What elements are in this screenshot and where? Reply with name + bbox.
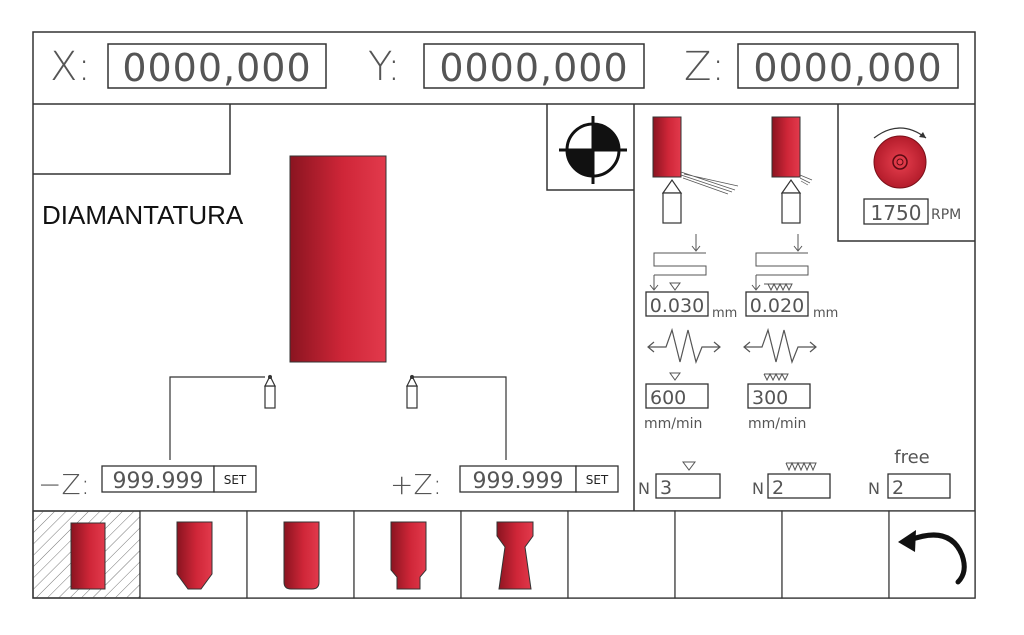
minus-z-input[interactable] xyxy=(101,465,215,493)
back-button[interactable] xyxy=(888,510,976,599)
plus-z-input[interactable] xyxy=(459,465,577,493)
count-finish-label: N xyxy=(752,479,764,498)
back-arrow-icon xyxy=(898,530,967,585)
plus-z-value: 999.999 xyxy=(473,469,564,494)
count-free-value: 2 xyxy=(892,477,904,499)
roughing-dress-icon xyxy=(652,116,739,224)
z-axis-readout: Z: 0000,000 xyxy=(684,43,959,90)
count-finish-value: 2 xyxy=(772,477,784,499)
minus-z-value: 999.999 xyxy=(113,469,204,494)
dresser-left-icon xyxy=(169,374,276,460)
step-wheel-icon xyxy=(390,521,427,590)
minus-z-label: −Z: xyxy=(38,468,90,501)
feed-finish-icon xyxy=(743,327,817,382)
plus-z-field: +Z: 999.999 SET xyxy=(390,465,619,501)
count-rough-input[interactable] xyxy=(655,473,721,499)
y-axis-readout: Y: 0000,000 xyxy=(368,43,645,90)
spindle-speed-value: 1750 xyxy=(871,201,922,225)
depth-finish-icon xyxy=(751,234,809,292)
feed-finish-value: 300 xyxy=(752,387,788,409)
y-axis-value: 0000,000 xyxy=(439,46,628,90)
feed-finish-unit: mm/min xyxy=(748,416,806,432)
grinding-wheel-shape xyxy=(289,155,387,363)
count-rough-marker-icon xyxy=(682,461,696,471)
dresser-right-icon xyxy=(406,374,507,460)
mode-box xyxy=(33,104,231,175)
toolbar-empty-slot-3[interactable] xyxy=(781,510,890,599)
feed-rough-icon xyxy=(647,327,721,381)
minus-z-set-label: SET xyxy=(224,473,247,487)
minus-z-set-button[interactable] xyxy=(213,465,257,493)
spindle-icon xyxy=(873,135,927,189)
spindle-speed-input[interactable] xyxy=(863,198,929,225)
bevel-wheel-icon xyxy=(176,521,213,590)
tool-button-cup[interactable] xyxy=(460,510,569,599)
toolbar-empty-slot-2[interactable] xyxy=(674,510,783,599)
plus-z-set-button[interactable] xyxy=(575,465,619,493)
count-finish-marker-icon xyxy=(785,461,817,472)
tool-button-flat[interactable] xyxy=(32,510,141,599)
feed-rough-unit: mm/min xyxy=(644,416,702,432)
finishing-dress-icon xyxy=(771,116,813,224)
origin-target-icon xyxy=(559,116,627,184)
count-free-label: N xyxy=(868,479,880,498)
count-finish-input[interactable] xyxy=(767,473,831,499)
x-axis-readout: X: 0000,000 xyxy=(50,43,327,90)
minus-z-field: −Z: 999.999 SET xyxy=(38,465,257,501)
mode-title: DIAMANTATURA xyxy=(42,200,244,230)
z-axis-label: Z: xyxy=(684,44,725,90)
z-axis-value: 0000,000 xyxy=(753,46,942,90)
round-wheel-icon xyxy=(283,521,320,590)
toolbar-empty-slot-1[interactable] xyxy=(567,510,676,599)
depth-rough-icon xyxy=(649,234,707,291)
tool-button-step[interactable] xyxy=(353,510,462,599)
depth-finish-unit: mm xyxy=(813,306,838,321)
count-rough-label: N xyxy=(638,479,650,498)
flat-wheel-icon xyxy=(70,522,106,590)
count-free-input[interactable] xyxy=(887,473,951,499)
count-free-title: free xyxy=(894,447,930,468)
depth-finish-value: 0.020 xyxy=(750,295,804,317)
feed-rough-input[interactable] xyxy=(645,383,709,409)
depth-rough-input[interactable] xyxy=(645,291,709,317)
tool-button-bevel[interactable] xyxy=(139,510,248,599)
feed-finish-input[interactable] xyxy=(747,383,811,409)
y-axis-label: Y: xyxy=(368,44,401,90)
feed-rough-value: 600 xyxy=(650,387,686,409)
toolbar xyxy=(32,510,976,599)
spindle-speed-unit: RPM xyxy=(931,207,961,223)
plus-z-set-label: SET xyxy=(586,473,609,487)
origin-button[interactable] xyxy=(546,104,634,191)
x-axis-label: X: xyxy=(50,44,91,90)
count-rough-value: 3 xyxy=(660,477,672,499)
depth-finish-input[interactable] xyxy=(745,291,809,317)
tool-button-round[interactable] xyxy=(246,510,355,599)
depth-rough-value: 0.030 xyxy=(650,295,704,317)
cup-wheel-icon xyxy=(496,521,534,590)
plus-z-label: +Z: xyxy=(390,468,442,501)
spindle-panel: 1750 RPM xyxy=(837,104,975,242)
depth-rough-unit: mm xyxy=(712,306,737,321)
x-axis-value: 0000,000 xyxy=(122,46,311,90)
